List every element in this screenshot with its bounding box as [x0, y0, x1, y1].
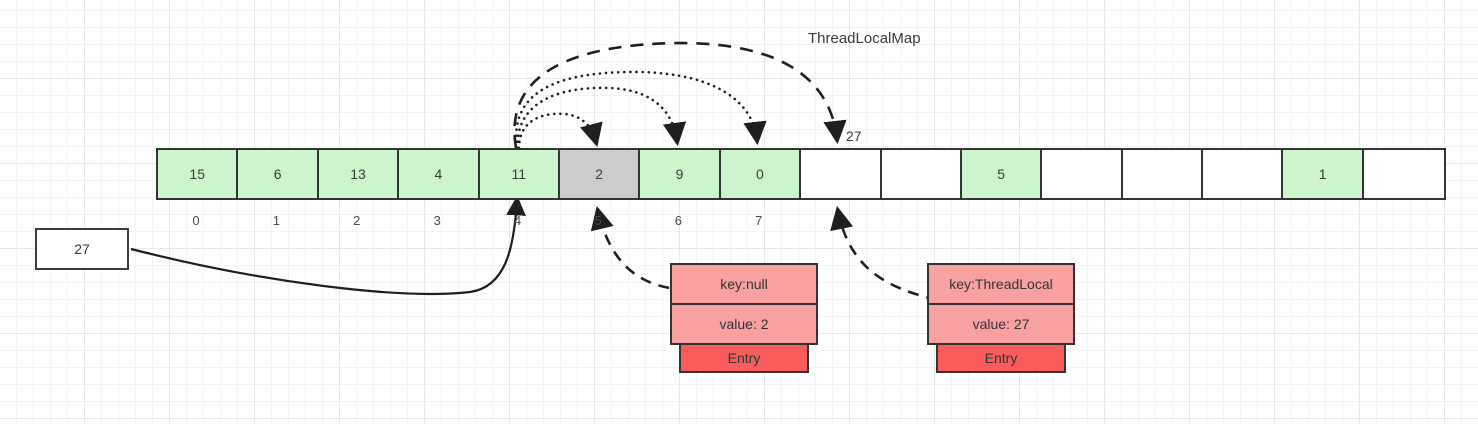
diagram-title: ThreadLocalMap [808, 30, 921, 47]
array-index-label-6: 6 [674, 213, 682, 228]
array-cell-12[interactable] [1122, 150, 1204, 198]
array-cell-2[interactable]: 13 [318, 150, 400, 198]
array-cell-14[interactable]: 1 [1283, 150, 1364, 198]
array-cell-3[interactable]: 4 [399, 150, 480, 198]
connector-entry-threadlocal-to-slot8 [830, 205, 938, 302]
array-index-label-0: 0 [192, 213, 200, 228]
entry-card-threadlocal: key:ThreadLocal value: 27 Entry [927, 263, 1075, 373]
entry-type-tag: Entry [936, 343, 1066, 373]
probe-arc-6 [516, 86, 687, 150]
probe-arc-7 [514, 70, 767, 150]
array-cell-15[interactable] [1363, 150, 1445, 198]
entry-card-null: key:null value: 2 Entry [670, 263, 818, 373]
array-cell-7[interactable]: 0 [720, 150, 802, 198]
array-cell-11[interactable] [1042, 150, 1123, 198]
array-index-label-4: 4 [513, 213, 522, 228]
array-index-label-2: 2 [353, 213, 361, 228]
entry-value-field: value: 2 [670, 303, 818, 345]
entry-key-field: key:null [670, 263, 818, 305]
insert-pointer-label: 27 [846, 128, 862, 144]
array-cell-0[interactable]: 15 [158, 150, 239, 198]
array-cell-1[interactable]: 6 [238, 150, 319, 198]
array-index-label-3: 3 [433, 213, 441, 228]
array-cell-13[interactable] [1203, 150, 1284, 198]
probe-arc-8-insert [513, 41, 847, 149]
probe-arc-5 [517, 112, 603, 150]
entry-type-tag: Entry [679, 343, 809, 373]
array-cell-5[interactable]: 2 [559, 150, 641, 198]
array-cell-4[interactable]: 11 [479, 150, 560, 198]
array-cell-9[interactable] [881, 150, 962, 198]
source-value-box: 27 [35, 228, 129, 270]
entry-value-field: value: 27 [927, 303, 1075, 345]
array-index-label-1: 1 [272, 213, 280, 228]
entry-key-field: key:ThreadLocal [927, 263, 1075, 305]
array-cell-8[interactable] [801, 150, 882, 198]
array-index-label-5: 5 [594, 213, 602, 228]
array-cell-6[interactable]: 9 [640, 150, 721, 198]
array-index-label-7: 7 [755, 213, 763, 228]
array-cell-10[interactable]: 5 [961, 150, 1043, 198]
